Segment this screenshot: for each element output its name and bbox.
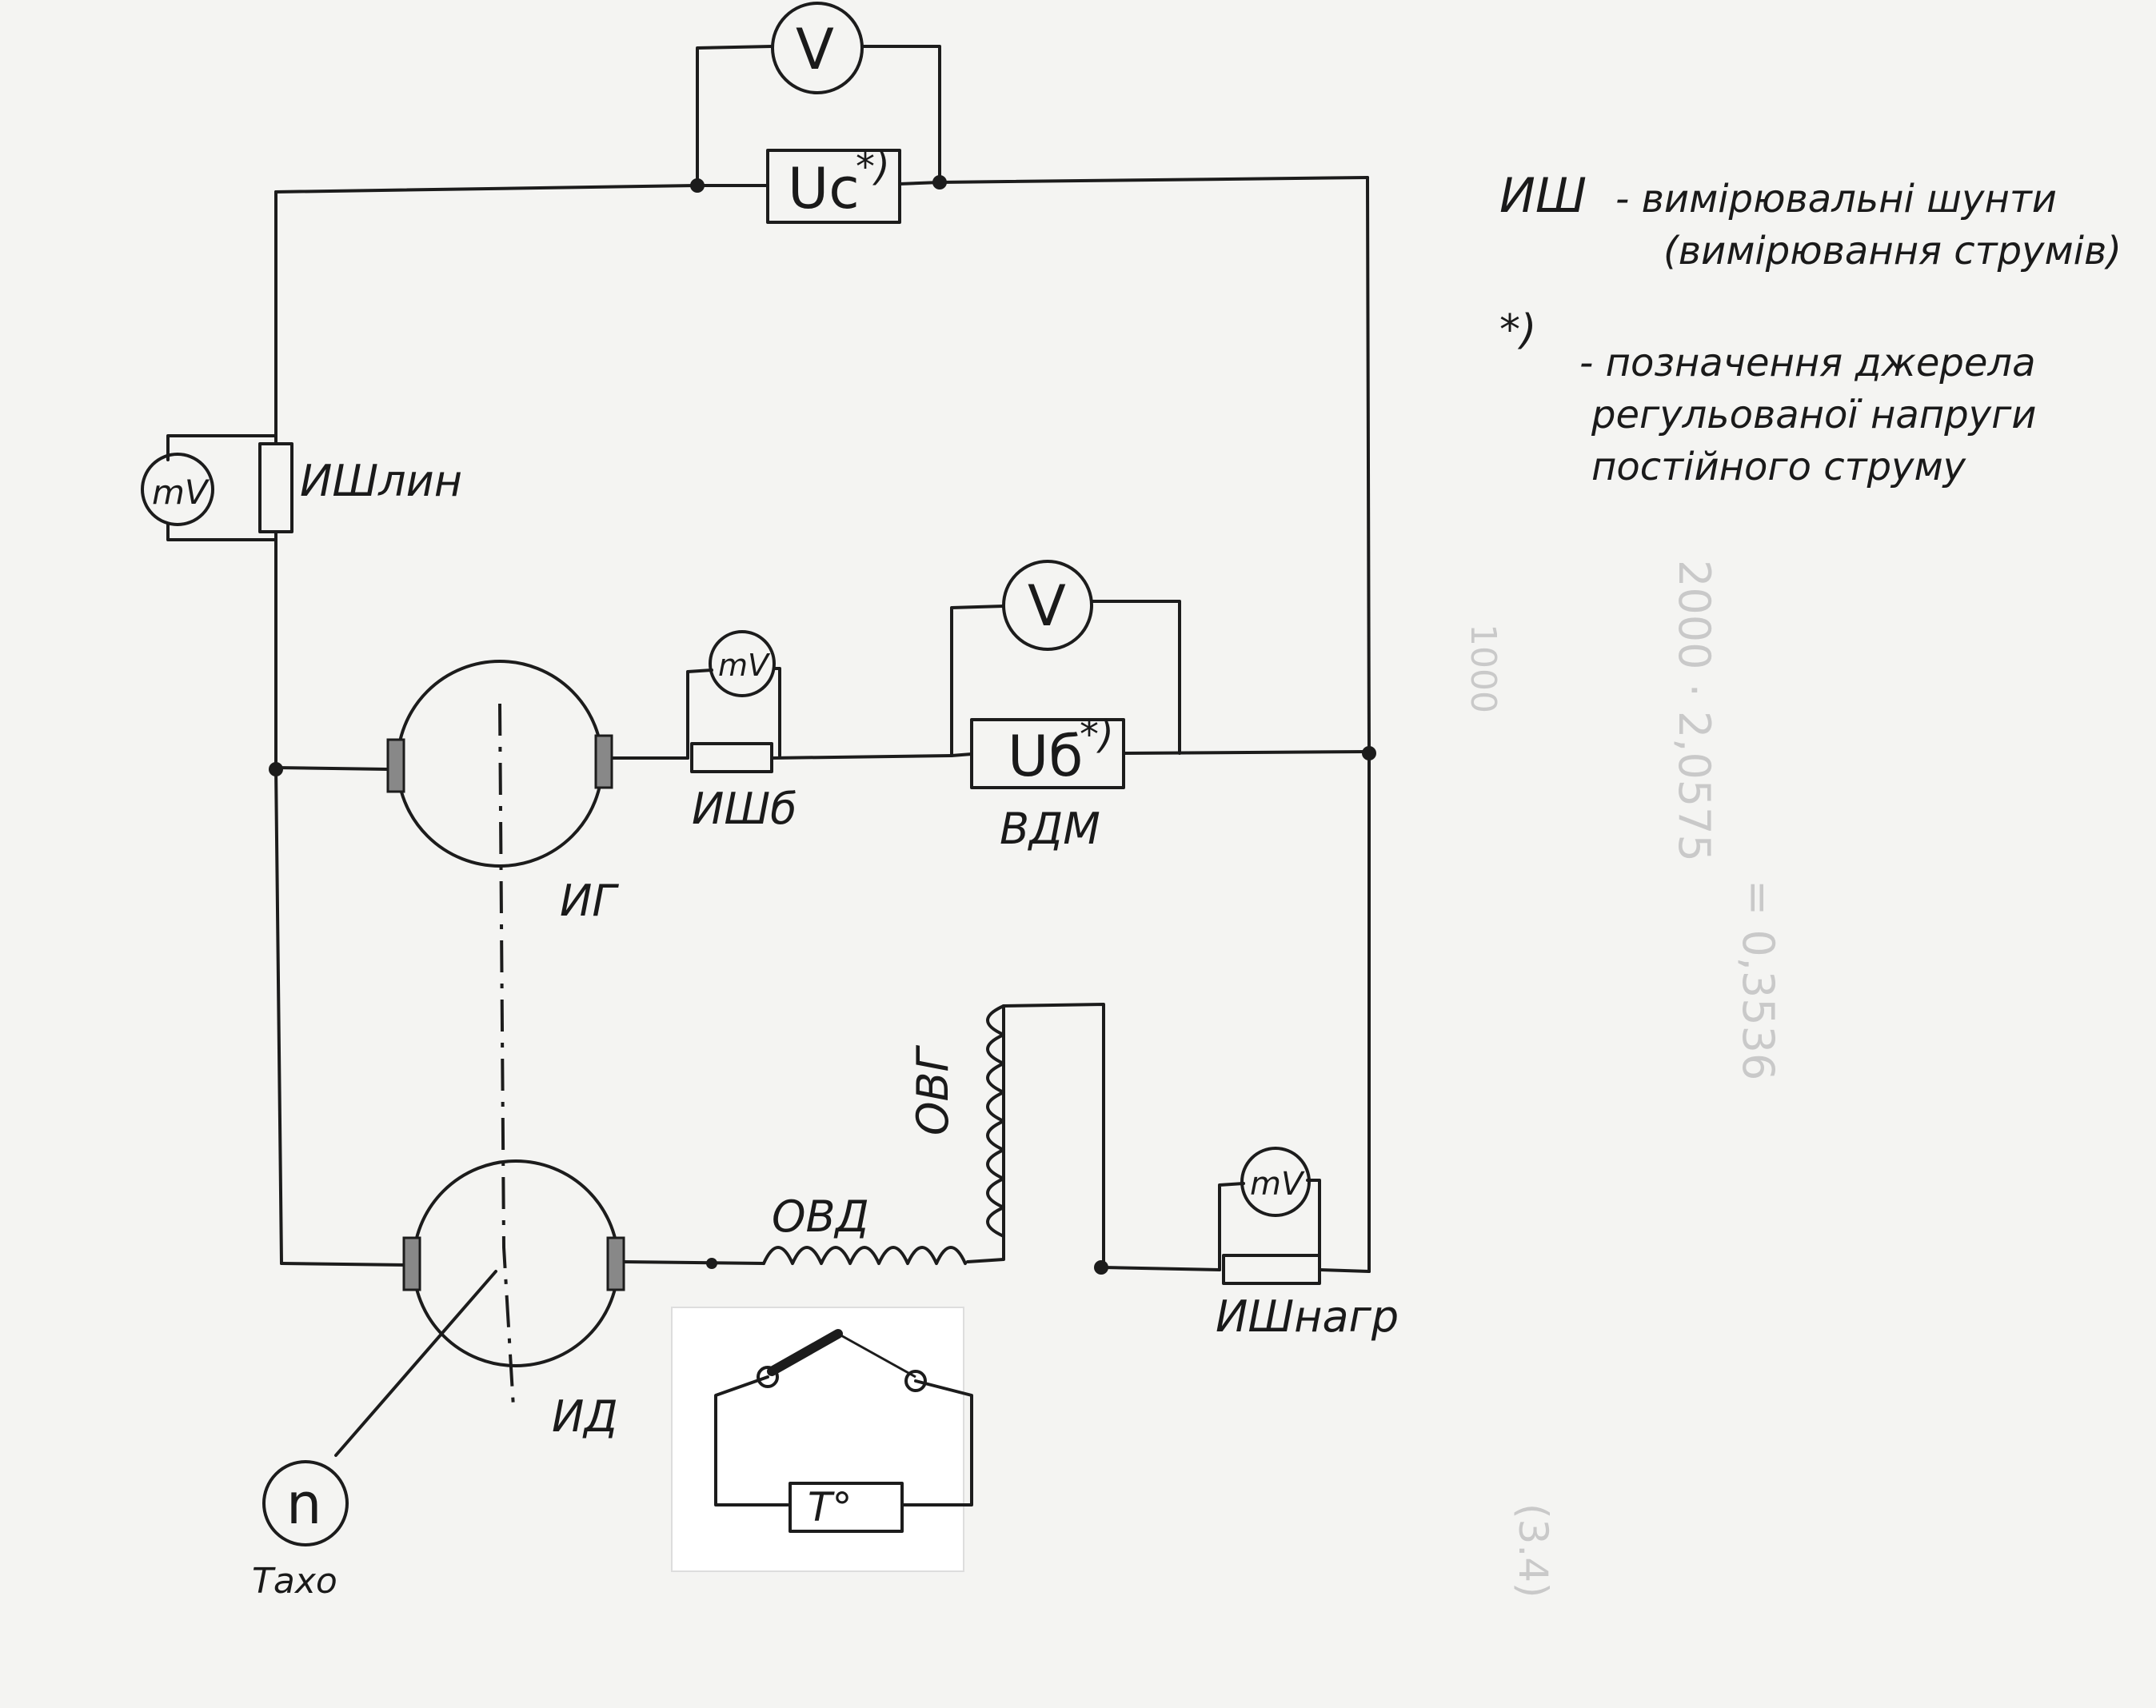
legend-star-desc-2: регульованої напруги bbox=[1591, 393, 2036, 437]
vdm-label: ВДМ bbox=[1000, 804, 1100, 854]
millivoltmeter-circle bbox=[1240, 1147, 1311, 1217]
source-ub-mark: *) bbox=[1080, 712, 1114, 757]
tacho-circle bbox=[262, 1460, 349, 1546]
tachometer: n Тахо bbox=[252, 1270, 497, 1602]
generator: ИГ bbox=[386, 660, 619, 926]
source-uc-label: Uc bbox=[788, 156, 860, 221]
voltmeter-top: V bbox=[696, 2, 941, 187]
shunt-line: mV ИШлин bbox=[141, 434, 462, 541]
source-uc-mark: *) bbox=[856, 145, 890, 190]
field-motor: ОВД bbox=[762, 1191, 967, 1265]
tacho-label: Тахо bbox=[252, 1561, 337, 1602]
junction-dot bbox=[1362, 746, 1376, 760]
legend-shunt-desc-2: (вимірювання струмів) bbox=[1663, 229, 2122, 273]
ghost-text-2: 2000 · 2,0575 bbox=[1669, 560, 1719, 862]
wiring bbox=[274, 176, 1371, 1273]
thermo-box: T° bbox=[671, 1307, 973, 1572]
junction-dot bbox=[1094, 1260, 1108, 1275]
motor: ИД bbox=[402, 1159, 625, 1442]
thermo-label: T° bbox=[808, 1484, 852, 1530]
ghost-text-3: 1000 bbox=[1463, 624, 1503, 713]
millivoltmeter-label: mV bbox=[1250, 1166, 1305, 1203]
voltmeter-label: V bbox=[1028, 573, 1066, 639]
millivoltmeter-circle bbox=[709, 630, 776, 697]
legend-star-mark: *) bbox=[1499, 306, 1536, 354]
millivoltmeter-circle bbox=[141, 453, 214, 526]
shunt-load-label: ИШнагр bbox=[1216, 1291, 1399, 1342]
field-generator-label: ОВГ bbox=[908, 1044, 958, 1135]
ghost-text-4: = 0,3536 bbox=[1733, 880, 1783, 1080]
generator-label: ИГ bbox=[560, 876, 619, 926]
legend-shunt-abbr: ИШ bbox=[1499, 168, 1587, 224]
voltmeter-circle bbox=[771, 2, 864, 94]
shunt-load: mV ИШнагр bbox=[1216, 1147, 1399, 1342]
legend-shunt-desc-1: - вимірювальні шунти bbox=[1615, 177, 2057, 221]
junction-dots bbox=[269, 175, 1376, 1275]
shunt-b: mV ИШб bbox=[686, 630, 797, 834]
legend-star-desc-3: постійного струму bbox=[1591, 445, 1966, 489]
source-uc: Uc *) bbox=[696, 145, 941, 224]
legend: ИШ - вимірювальні шунти (вимірювання стр… bbox=[1499, 168, 2122, 489]
shunt-line-label: ИШлин bbox=[300, 456, 462, 506]
tacho-symbol: n bbox=[286, 1471, 321, 1537]
voltmeter-circle bbox=[1002, 560, 1093, 651]
ghost-text-1: (3.4) bbox=[1510, 1503, 1556, 1598]
source-ub: Uб *) ВДМ bbox=[950, 712, 1125, 854]
shunt-b-label: ИШб bbox=[692, 784, 797, 834]
motor-circle bbox=[412, 1159, 620, 1367]
voltmeter-mid: V bbox=[950, 560, 1181, 757]
millivoltmeter-label: mV bbox=[718, 648, 771, 683]
millivoltmeter-label: mV bbox=[152, 473, 210, 512]
shaft-line bbox=[498, 703, 515, 1408]
junction-dot bbox=[269, 762, 283, 776]
field-motor-label: ОВД bbox=[772, 1191, 869, 1242]
voltmeter-label: V bbox=[796, 17, 834, 82]
source-ub-label: Uб bbox=[1008, 724, 1083, 789]
motor-label: ИД bbox=[552, 1391, 618, 1442]
legend-star-desc-1: - позначення джерела bbox=[1579, 341, 2036, 385]
field-generator: ОВГ bbox=[908, 1004, 1005, 1238]
background-bleed: (3.4) 2000 · 2,0575 1000 = 0,3536 bbox=[1463, 560, 1783, 1598]
junction-dot bbox=[706, 1258, 717, 1269]
